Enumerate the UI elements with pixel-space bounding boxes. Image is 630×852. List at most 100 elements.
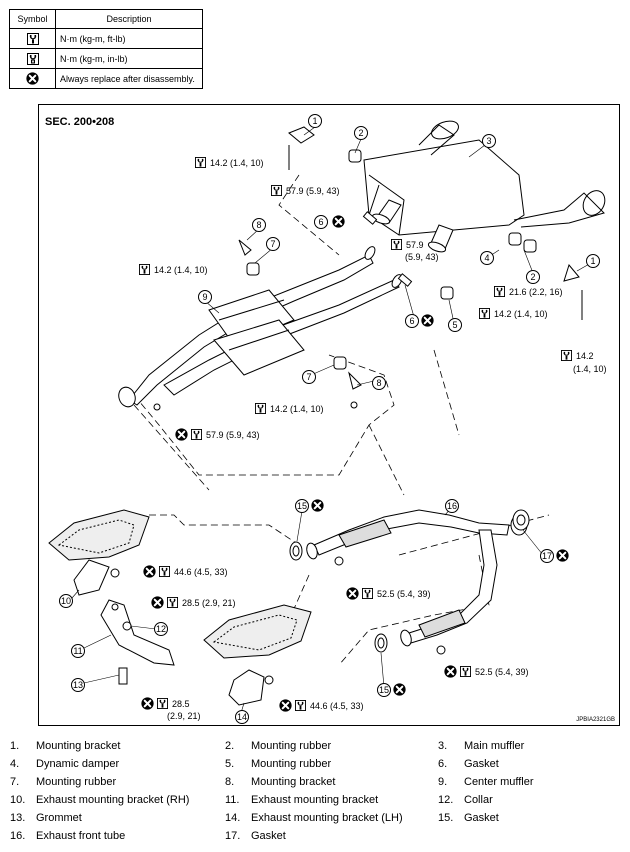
callout-15: 15 <box>377 683 391 697</box>
svg-text:14.2 (1.4, 10): 14.2 (1.4, 10) <box>210 158 264 168</box>
legend-header-description: Description <box>55 9 203 29</box>
torque-spec: 52.5 (5.4, 39) <box>444 665 529 678</box>
svg-text:11: 11 <box>73 646 82 656</box>
svg-text:57.9 (5.9, 43): 57.9 (5.9, 43) <box>206 430 260 440</box>
part-name: Center muffler <box>464 776 534 788</box>
svg-text:(1.4, 10): (1.4, 10) <box>573 364 607 374</box>
always-replace-icon <box>332 215 345 228</box>
parts-list: 1. Mounting bracket 2. Mounting rubber 3. Mai… <box>0 740 630 848</box>
part-name: Gasket <box>464 758 499 770</box>
svg-text:6: 6 <box>409 316 414 326</box>
part-name: Exhaust mounting bracket (RH) <box>36 794 190 806</box>
part-number: 16. <box>10 830 26 842</box>
callout-16: 16 <box>445 499 459 513</box>
svg-text:(2.9, 21): (2.9, 21) <box>167 711 201 721</box>
svg-text:8: 8 <box>256 220 261 230</box>
svg-text:13: 13 <box>73 680 83 690</box>
part-number: 17. <box>225 830 241 842</box>
svg-text:1: 1 <box>590 256 595 266</box>
callout-9: 9 <box>198 290 212 304</box>
exhaust-front-tube <box>306 509 528 647</box>
always-replace-icon <box>421 314 434 327</box>
part-number: 10. <box>10 794 26 806</box>
part-number: 12. <box>438 794 454 806</box>
callout-14: 14 <box>235 710 249 724</box>
svg-text:3: 3 <box>486 136 491 146</box>
callout-6: 6 <box>314 215 328 229</box>
dashed-outline <box>133 174 395 476</box>
always-replace-icon <box>26 72 39 85</box>
part-name: Main muffler <box>464 740 525 752</box>
torque-spec: 57.9 (5.9, 43) <box>271 185 340 196</box>
section-label: SEC. 200•208 <box>45 116 114 128</box>
part-name: Mounting rubber <box>251 740 332 752</box>
legend-row-text: Always replace after disassembly. <box>55 68 203 89</box>
callout-15: 15 <box>295 499 309 513</box>
callout-3: 3 <box>482 134 496 148</box>
torque-spec: 14.2 (1.4, 10) <box>479 308 548 319</box>
always-replace-icon <box>556 549 569 562</box>
svg-text:44.6 (4.5, 33): 44.6 (4.5, 33) <box>174 567 228 577</box>
part-name: Mounting bracket <box>251 776 336 788</box>
callout-10: 10 <box>59 594 73 608</box>
part-name: Grommet <box>36 812 82 824</box>
part-name: Dynamic damper <box>36 758 120 770</box>
part-number: 11. <box>225 794 240 806</box>
part-number: 13. <box>10 812 26 824</box>
torque-spec: 28.5 (2.9, 21) <box>141 697 201 721</box>
callout-7: 7 <box>302 370 316 384</box>
svg-text:(5.9, 43): (5.9, 43) <box>405 252 439 262</box>
callout-5: 5 <box>448 318 462 332</box>
svg-text:21.6 (2.2, 16): 21.6 (2.2, 16) <box>509 287 563 297</box>
callout-2: 2 <box>354 126 368 140</box>
parts-row: 1. Mounting bracket 2. Mounting rubber 3. Mai… <box>0 740 630 758</box>
part-name: Gasket <box>464 812 499 824</box>
exhaust-diagram-frame: SEC. 200•208 <box>38 104 620 726</box>
part-name: Exhaust front tube <box>36 830 126 842</box>
callout-17: 17 <box>540 549 554 563</box>
svg-text:14: 14 <box>237 712 247 722</box>
part-number: 2. <box>225 740 235 752</box>
always-replace-icon <box>311 499 324 512</box>
torque-spec: 52.5 (5.4, 39) <box>346 587 431 600</box>
symbol-legend-table: Symbol Description N·m (kg-m, ft-lb) N·m… <box>9 9 203 89</box>
torque-spec: 44.6 (4.5, 33) <box>143 565 228 578</box>
muffler-inlet-pipes <box>371 199 454 253</box>
svg-text:5: 5 <box>452 320 457 330</box>
part-number: 1. <box>10 740 20 752</box>
callout-7: 7 <box>266 237 280 251</box>
part-number: 5. <box>225 758 235 770</box>
part-name: Mounting rubber <box>36 776 117 788</box>
legend-row-text: N·m (kg-m, in-lb) <box>55 48 203 69</box>
legend-row-text: N·m (kg-m, ft-lb) <box>55 28 203 49</box>
svg-text:44.6 (4.5, 33): 44.6 (4.5, 33) <box>310 701 364 711</box>
callout-1: 1 <box>308 114 322 128</box>
svg-text:12: 12 <box>156 624 166 634</box>
torque-spec: 57.9 (5.9, 43) <box>175 428 260 441</box>
catalytic-converter-lh <box>203 604 312 659</box>
svg-text:14.2 (1.4, 10): 14.2 (1.4, 10) <box>494 309 548 319</box>
part-number: 7. <box>10 776 20 788</box>
part-name: Mounting bracket <box>36 740 121 752</box>
dashed-outline <box>133 349 460 496</box>
svg-text:17: 17 <box>542 551 552 561</box>
torque-spec: 14.2 (1.4, 10) <box>139 264 208 275</box>
svg-text:14.2: 14.2 <box>576 351 594 361</box>
svg-text:52.5 (5.4, 39): 52.5 (5.4, 39) <box>475 667 529 677</box>
svg-text:28.5: 28.5 <box>172 699 190 709</box>
torque-spec: 21.6 (2.2, 16) <box>494 286 563 297</box>
torque-wrench-icon <box>27 33 39 45</box>
svg-text:14.2 (1.4, 10): 14.2 (1.4, 10) <box>154 265 208 275</box>
svg-text:52.5 (5.4, 39): 52.5 (5.4, 39) <box>377 589 431 599</box>
part-name: Mounting rubber <box>251 758 332 770</box>
svg-text:4: 4 <box>484 253 489 263</box>
svg-text:28.5 (2.9, 21): 28.5 (2.9, 21) <box>182 598 236 608</box>
svg-text:14.2 (1.4, 10): 14.2 (1.4, 10) <box>270 404 324 414</box>
svg-text:16: 16 <box>447 501 457 511</box>
svg-text:2: 2 <box>358 128 363 138</box>
callout-2: 2 <box>526 270 540 284</box>
part-number: 3. <box>438 740 448 752</box>
part-number: 14. <box>225 812 241 824</box>
callout-12: 12 <box>154 622 168 636</box>
